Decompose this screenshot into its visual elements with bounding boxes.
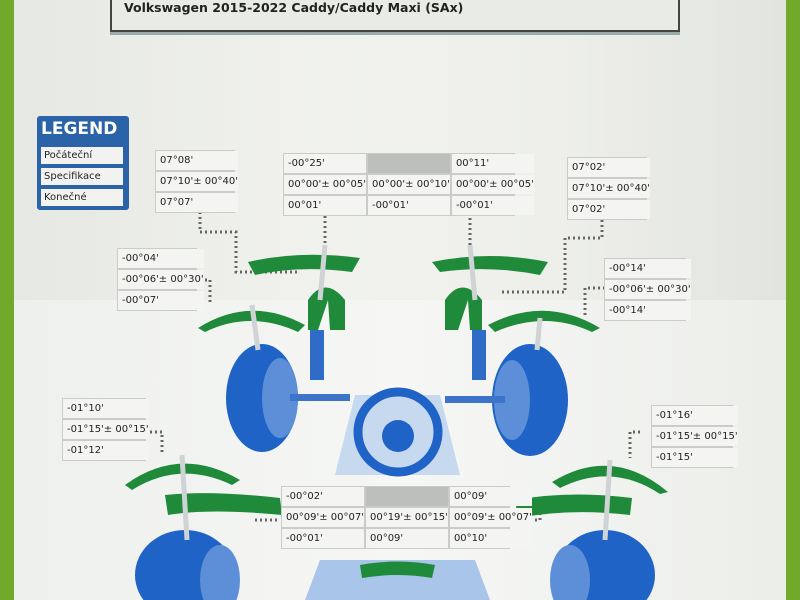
gauge-needles <box>179 244 613 541</box>
rear-toe-table: -00°02' 00°09' 00°09'± 00°07' 00°19'± 00… <box>281 486 532 549</box>
right-toe-final: 00°10' <box>449 529 532 548</box>
front-left-wheel-icon <box>226 330 350 452</box>
right-toe-initial: 00°11' <box>451 154 534 173</box>
center-highlight-rear <box>305 560 490 600</box>
steering-wheel-icon <box>353 387 443 477</box>
final-value: 07°02' <box>568 200 650 219</box>
final-value: 07°07' <box>156 193 238 212</box>
right-toe-spec: 00°00'± 00°05' <box>451 175 534 194</box>
rear-right-wheel-icon <box>550 530 655 600</box>
final-value: -01°15' <box>652 448 738 467</box>
front-left-caster-table: 07°08' 07°10'± 00°40' 07°07' <box>155 150 238 213</box>
front-right-wheel-icon <box>445 330 568 456</box>
initial-value: -00°14' <box>605 259 691 278</box>
vehicle-title: Volkswagen 2015-2022 Caddy/Caddy Maxi (S… <box>124 0 464 15</box>
right-toe-spec: 00°09'± 00°07' <box>449 508 532 527</box>
left-toe-spec: 00°00'± 00°05' <box>284 175 366 194</box>
left-toe-initial: -00°02' <box>282 487 364 506</box>
spec-value: -00°06'± 00°30' <box>118 270 204 289</box>
front-right-camber-table: -00°14' -00°06'± 00°30' -00°14' <box>604 258 691 321</box>
total-toe-spec: 00°19'± 00°15' <box>365 508 448 527</box>
initial-value: 07°02' <box>568 158 650 177</box>
final-value: -01°12' <box>63 441 149 460</box>
initial-value: -01°16' <box>652 406 738 425</box>
front-toe-table: -00°25' 00°11' 00°00'± 00°05' 00°00'± 00… <box>283 153 534 216</box>
spec-value: 07°10'± 00°40' <box>156 172 238 191</box>
legend: LEGEND Počáteční Specifikace Konečné <box>37 116 129 210</box>
right-toe-final: -00°01' <box>451 196 534 215</box>
front-right-caster-table: 07°02' 07°10'± 00°40' 07°02' <box>567 157 650 220</box>
spec-value: -01°15'± 00°15' <box>63 420 149 439</box>
final-value: -00°07' <box>118 291 204 310</box>
spec-value: -01°15'± 00°15' <box>652 427 738 446</box>
total-toe-spec: 00°00'± 00°10' <box>367 175 450 194</box>
initial-value: -00°04' <box>118 249 204 268</box>
spec-value: -00°06'± 00°30' <box>605 280 691 299</box>
right-toe-initial: 00°09' <box>449 487 532 506</box>
left-toe-spec: 00°09'± 00°07' <box>282 508 364 527</box>
left-toe-initial: -00°25' <box>284 154 366 173</box>
final-value: -00°14' <box>605 301 691 320</box>
legend-initial: Počáteční <box>41 147 123 164</box>
total-toe-final: 00°09' <box>365 529 448 548</box>
spec-value: 07°10'± 00°40' <box>568 179 650 198</box>
initial-value: 07°08' <box>156 151 238 170</box>
total-toe-initial <box>365 487 448 506</box>
left-toe-final: 00°01' <box>284 196 366 215</box>
legend-final: Konečné <box>41 189 123 206</box>
rear-left-wheel-icon <box>135 530 240 600</box>
left-toe-final: -00°01' <box>282 529 364 548</box>
legend-title: LEGEND <box>41 119 118 139</box>
total-toe-final: -00°01' <box>367 196 450 215</box>
legend-specification: Specifikace <box>41 168 123 185</box>
initial-value: -01°10' <box>63 399 149 418</box>
total-toe-initial <box>367 154 450 173</box>
rear-left-camber-table: -01°10' -01°15'± 00°15' -01°12' <box>62 398 149 461</box>
vehicle-header: Volkswagen 2015-2022 Caddy/Caddy Maxi (S… <box>110 0 680 32</box>
rear-right-camber-table: -01°16' -01°15'± 00°15' -01°15' <box>651 405 738 468</box>
front-left-camber-table: -00°04' -00°06'± 00°30' -00°07' <box>117 248 204 311</box>
